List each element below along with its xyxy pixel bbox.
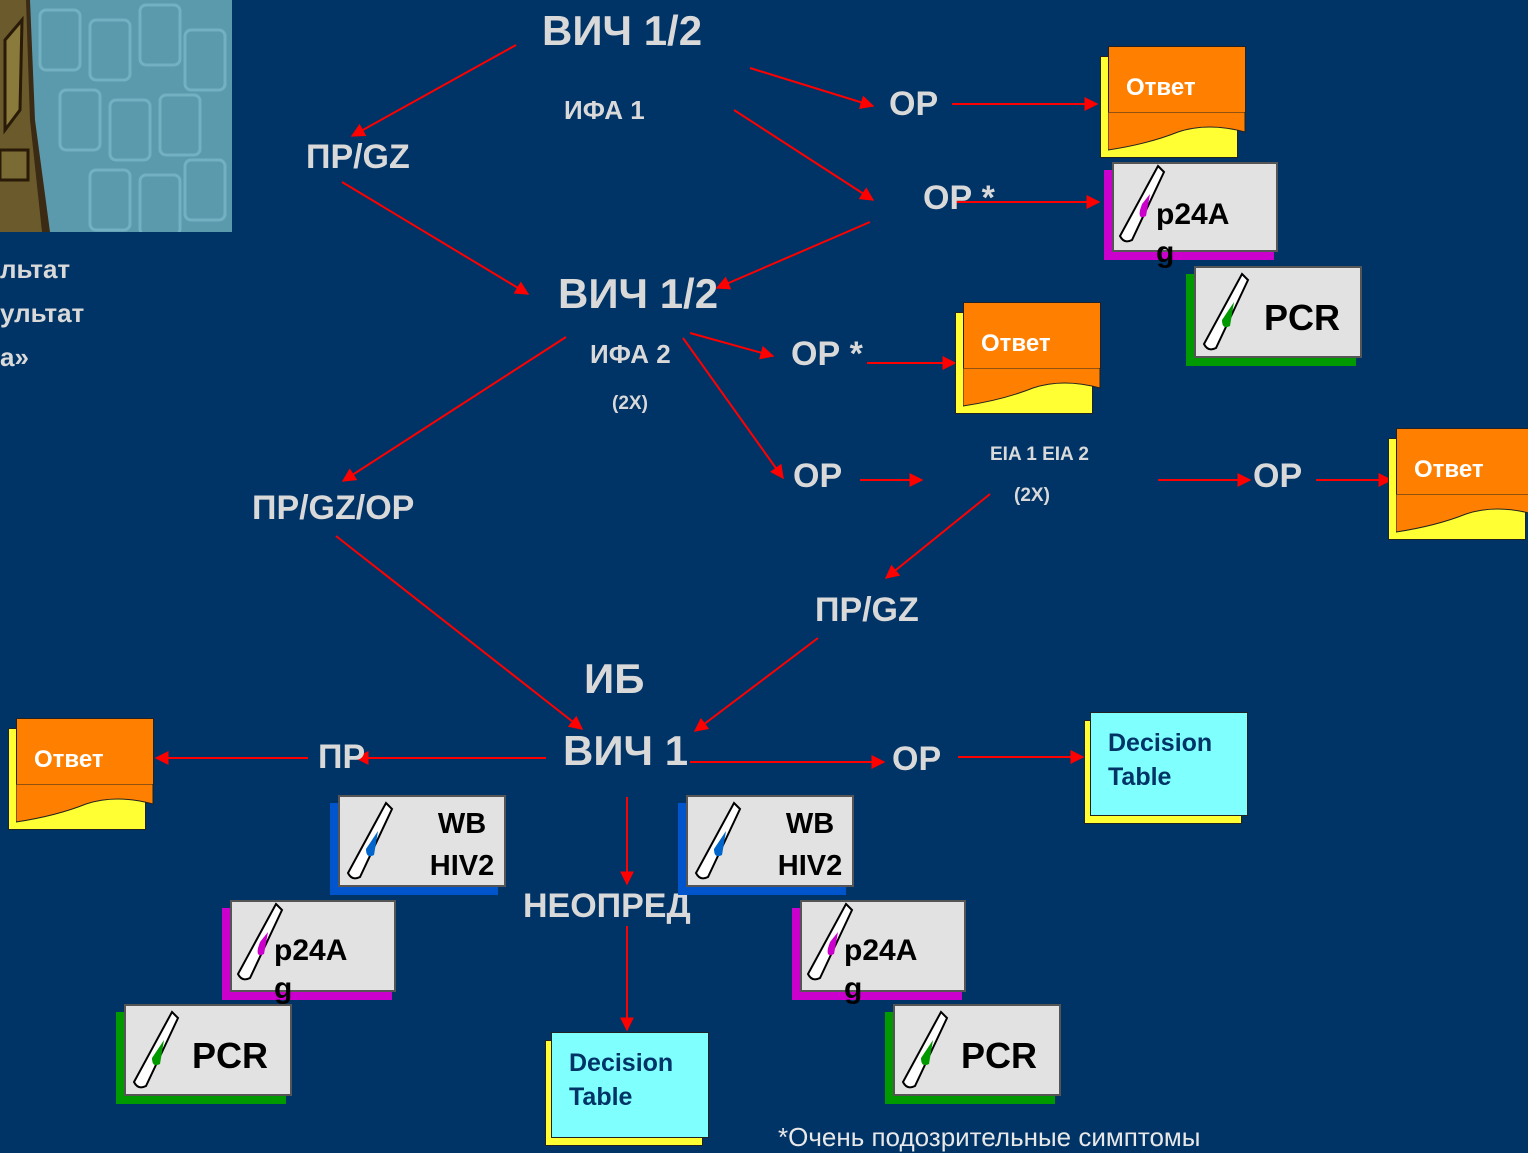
test-tube-icon xyxy=(346,801,394,880)
answer-label: Ответ xyxy=(1414,456,1484,483)
pcr-label: PCR xyxy=(1264,297,1341,338)
node-ib: ИБ xyxy=(584,655,645,702)
arrow-hiv12-to-op xyxy=(749,67,875,109)
node-op-star-2: ОР * xyxy=(791,335,863,373)
pcr-label: PCR xyxy=(192,1035,269,1076)
arrow-eia-to-prgz xyxy=(884,493,991,579)
node-op-star-1: ОР * xyxy=(923,179,995,217)
arrow-hiv12-to-prgzop xyxy=(341,336,567,482)
node-ifa1: ИФА 1 xyxy=(564,95,645,125)
caption-line-1: льтат xyxy=(0,254,71,284)
node-hiv12-mid: ВИЧ 1/2 xyxy=(558,270,719,317)
decision-table-label: Decision Table xyxy=(1108,729,1213,791)
test-tube-icon xyxy=(132,1010,180,1089)
test-tube-icon xyxy=(236,902,284,981)
node-ifa2-2x: (2X) xyxy=(612,393,648,414)
test-tube-icon xyxy=(1118,164,1166,243)
test-tube-icon xyxy=(806,902,854,981)
photo-illustration xyxy=(0,0,232,237)
answer-label: Ответ xyxy=(1126,74,1196,101)
test-tube-icon xyxy=(901,1010,949,1089)
arrow-ifa2-to-op xyxy=(682,337,784,480)
node-pr-gz-op: ПР/GZ/OP xyxy=(252,489,415,527)
arrow-prgz-to-ib xyxy=(693,637,819,732)
illustration-figure xyxy=(0,0,232,237)
node-eia-2x: (2X) xyxy=(1014,485,1050,506)
node-pr: ПР xyxy=(318,738,366,776)
node-neopred: НЕОПРЕД xyxy=(523,887,691,925)
node-hiv1: ВИЧ 1 xyxy=(563,727,689,774)
test-tube-icon xyxy=(1202,272,1250,351)
p24ag-label: p24Ag xyxy=(1156,198,1230,269)
node-op-1: ОР xyxy=(889,85,939,123)
p24ag-label: p24Ag xyxy=(274,934,348,1005)
caption-line-3: а» xyxy=(0,342,29,372)
node-eia: EIA 1 EIA 2 xyxy=(990,444,1089,465)
node-pr-gz-2: ПР/GZ xyxy=(815,591,919,629)
arrow-prgz-to-hiv12 xyxy=(341,181,530,295)
answer-label: Ответ xyxy=(981,330,1051,357)
pcr-label: PCR xyxy=(961,1035,1038,1076)
node-hiv12-top: ВИЧ 1/2 xyxy=(542,7,703,54)
test-tube-icon xyxy=(694,801,742,880)
arrow-prgzop-to-ib xyxy=(335,535,584,730)
arrow-ifa1-to-opstar xyxy=(733,109,875,201)
node-op-2: ОР xyxy=(793,457,843,495)
arrow-ifa2-to-opstar xyxy=(689,332,775,360)
node-pr-gz-1: ПР/GZ xyxy=(306,138,410,176)
node-op-3: ОР xyxy=(1253,457,1303,495)
node-ifa2: ИФА 2 xyxy=(590,339,671,369)
answer-label: Ответ xyxy=(34,746,104,773)
caption-line-2: ультат xyxy=(0,298,85,328)
wb-label: WB HIV2 xyxy=(777,808,843,882)
footnote: *Очень подозрительные симптомы xyxy=(778,1122,1201,1152)
node-op-4: ОР xyxy=(892,740,942,778)
decision-table-label: Decision Table xyxy=(569,1049,674,1111)
wb-label: WB HIV2 xyxy=(429,808,495,882)
arrow-opstar-to-hiv12 xyxy=(715,221,871,290)
p24ag-label: p24Ag xyxy=(844,934,918,1005)
arrow-hiv12-to-prgz xyxy=(350,44,517,137)
